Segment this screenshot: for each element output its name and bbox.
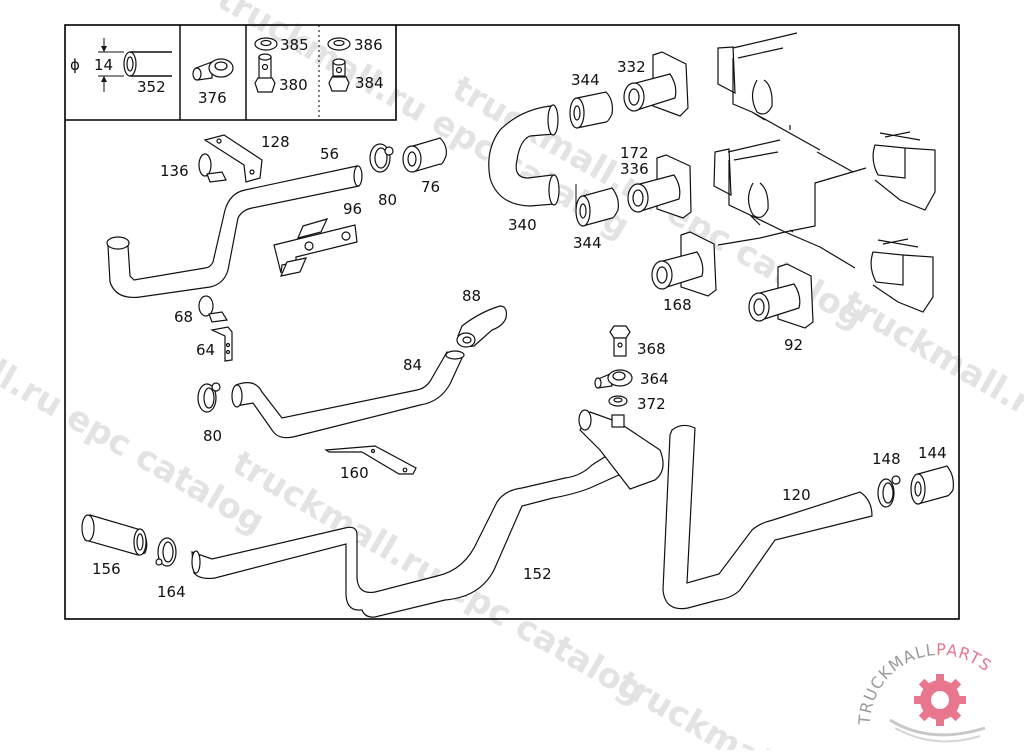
part-label-364[interactable]: 364: [640, 370, 669, 388]
washer-385-icon: 385: [255, 36, 309, 54]
part-label-164[interactable]: 164: [157, 583, 186, 601]
part-label-96[interactable]: 96: [343, 200, 362, 218]
part-label-385[interactable]: 385: [280, 36, 309, 54]
watermark: truckmall.ru epc catalog: [611, 663, 1024, 750]
pipe-84-icon: [236, 352, 462, 438]
clamp-68-icon: [199, 296, 213, 316]
banjo-assembly: 368 364 372: [595, 326, 669, 413]
part-label-380[interactable]: 380: [279, 76, 308, 94]
part-label-156[interactable]: 156: [92, 560, 121, 578]
part-label-80-lower[interactable]: 80: [203, 427, 222, 445]
banjo-bolt-368-icon: [610, 326, 630, 338]
part-label-88[interactable]: 88: [462, 287, 481, 305]
part-label-152[interactable]: 152: [523, 565, 552, 583]
part-label-386[interactable]: 386: [354, 36, 383, 54]
part-label-376[interactable]: 376: [198, 89, 227, 107]
part-label-128[interactable]: 128: [261, 133, 290, 151]
part-label-168[interactable]: 168: [663, 296, 692, 314]
part-label-92[interactable]: 92: [784, 336, 803, 354]
pipe-120-assembly: 120 148 144: [663, 425, 953, 608]
diameter-symbol: ϕ: [70, 56, 80, 74]
pipe-120-icon: [663, 425, 872, 608]
hose-352-icon: ϕ 14 352: [70, 38, 172, 96]
logo-text-accent: PARTS: [936, 640, 995, 676]
diameter-value: 14: [94, 56, 113, 74]
part-label-84[interactable]: 84: [403, 356, 422, 374]
part-label-336[interactable]: 336: [620, 160, 649, 178]
part-label-64[interactable]: 64: [196, 341, 215, 359]
pipe-56-assembly: 128 136 56 80 76 96: [107, 133, 446, 297]
watermark: truckmall.ru epc catalog: [0, 273, 271, 542]
part-label-144[interactable]: 144: [918, 444, 947, 462]
part-label-384[interactable]: 384: [355, 74, 384, 92]
part-label-368[interactable]: 368: [637, 340, 666, 358]
pipe-152-assembly: 156 164 152: [82, 410, 663, 617]
part-label-372[interactable]: 372: [637, 395, 666, 413]
part-label-344-bottom[interactable]: 344: [573, 234, 602, 252]
clamp-68-assembly: 68 64: [174, 296, 232, 361]
part-label-120[interactable]: 120: [782, 486, 811, 504]
part-label-332[interactable]: 332: [617, 58, 646, 76]
part-label-340[interactable]: 340: [508, 216, 537, 234]
part-label-160[interactable]: 160: [340, 464, 369, 482]
part-label-344-top[interactable]: 344: [571, 71, 600, 89]
part-label-148[interactable]: 148: [872, 450, 901, 468]
gear-icon: [914, 674, 966, 726]
part-label-352[interactable]: 352: [137, 78, 166, 96]
truckmall-parts-logo: TRUCKMALLPARTS: [855, 640, 996, 741]
part-label-56[interactable]: 56: [320, 145, 339, 163]
part-label-76[interactable]: 76: [421, 178, 440, 196]
part-label-80[interactable]: 80: [378, 191, 397, 209]
clamp-136-icon: [199, 154, 211, 176]
u-pipe-340-assembly: 340 344 344 332 172 336 168: [489, 52, 813, 354]
part-label-136[interactable]: 136: [160, 162, 189, 180]
banjo-fitting-376-icon: 376: [193, 59, 233, 107]
part-label-68[interactable]: 68: [174, 308, 193, 326]
